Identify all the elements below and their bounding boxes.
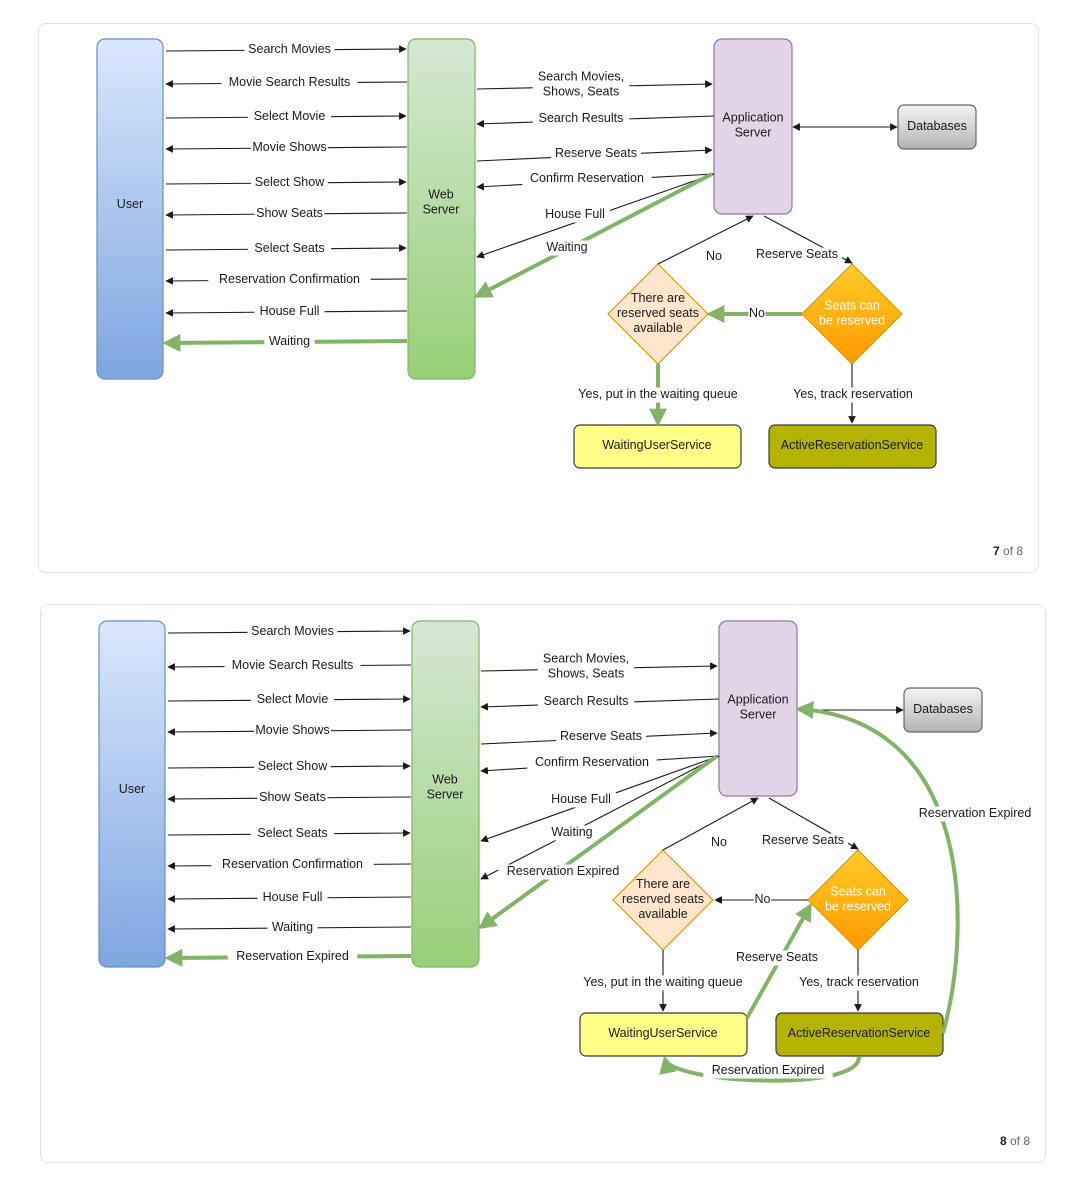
user-web-message-label: Show Seats bbox=[256, 206, 323, 220]
user-web-message-label: Search Movies bbox=[248, 42, 331, 56]
databases-box bbox=[903, 687, 983, 733]
user-web-message-label: Reservation Expired bbox=[236, 949, 349, 963]
user-web-message-label: Movie Search Results bbox=[232, 658, 354, 672]
user-actor-box bbox=[96, 38, 164, 380]
reserve-seats-label: Reserve Seats bbox=[756, 247, 838, 261]
web-app-message-label: Search Movies,Shows, Seats bbox=[538, 70, 624, 99]
user-web-message-label: Movie Shows bbox=[252, 140, 326, 154]
web-app-message-label: Reserve Seats bbox=[555, 146, 637, 160]
app-web-arrow bbox=[473, 172, 713, 298]
yes-waiting-label: Yes, put in the waiting queue bbox=[583, 975, 742, 989]
no-to-app-arrow bbox=[657, 215, 754, 265]
user-web-message-label: Movie Search Results bbox=[229, 75, 351, 89]
waiting-user-service-label: WaitingUserService bbox=[608, 1026, 717, 1040]
web-app-message-label: Confirm Reservation bbox=[530, 171, 644, 185]
user-web-message-label: Select Seats bbox=[257, 826, 327, 840]
active-reservation-service-box bbox=[768, 424, 937, 469]
web-app-message-label: Search Results bbox=[539, 111, 624, 125]
yes-waiting-label: Yes, put in the waiting queue bbox=[578, 387, 737, 401]
user-web-message-label: House Full bbox=[263, 890, 323, 904]
web-app-message-label: House Full bbox=[551, 792, 611, 806]
active-reservation-service-label: ActiveReservationService bbox=[781, 438, 923, 452]
web-app-message-label: Waiting bbox=[546, 240, 587, 254]
user-web-message-label: Show Seats bbox=[259, 790, 326, 804]
web-app-message-label: Confirm Reservation bbox=[535, 755, 649, 769]
user-web-message-label: Select Show bbox=[255, 175, 325, 189]
web-app-message-label: Reserve Seats bbox=[560, 729, 642, 743]
user-web-message-label: Waiting bbox=[269, 334, 310, 348]
user-web-message-label: Reservation Confirmation bbox=[219, 272, 360, 286]
no-up-label: No bbox=[711, 835, 727, 849]
user-web-message-label: Select Movie bbox=[257, 692, 329, 706]
web-server-box bbox=[407, 38, 476, 380]
user-web-message-label: Select Show bbox=[258, 759, 328, 773]
active-reservation-service-label: ActiveReservationService bbox=[788, 1026, 930, 1040]
user-web-message-label: House Full bbox=[260, 304, 320, 318]
web-server-box bbox=[411, 620, 480, 968]
web-app-message-label: Search Results bbox=[544, 694, 629, 708]
no-left-label: No bbox=[755, 892, 771, 906]
active-reservation-service-box bbox=[775, 1012, 944, 1057]
databases-box bbox=[897, 104, 977, 150]
application-server-box bbox=[713, 38, 793, 215]
app-web-arrow bbox=[478, 754, 719, 930]
yes-track-label: Yes, track reservation bbox=[799, 975, 919, 989]
user-web-message-label: Waiting bbox=[272, 920, 313, 934]
web-app-message-label: House Full bbox=[545, 207, 605, 221]
reserve-seats-label: Reserve Seats bbox=[762, 833, 844, 847]
user-web-message-label: Select Movie bbox=[254, 109, 326, 123]
reserve-seats-from-waiting-label: Reserve Seats bbox=[736, 950, 818, 964]
app-web-arrow bbox=[480, 755, 720, 880]
databases-label: Databases bbox=[907, 119, 967, 133]
no-to-app-arrow bbox=[662, 797, 759, 851]
web-app-message-label: Reservation Expired bbox=[507, 864, 620, 878]
user-web-message-label: Reservation Confirmation bbox=[222, 857, 363, 871]
slide-8-pager: 8 of 8 bbox=[999, 1134, 1030, 1148]
slide-7-pager: 7 of 8 bbox=[992, 544, 1023, 558]
user-actor-label: User bbox=[117, 197, 143, 211]
waiting-user-service-label: WaitingUserService bbox=[602, 438, 711, 452]
web-app-message-label: Search Movies,Shows, Seats bbox=[543, 652, 629, 681]
user-actor-label: User bbox=[119, 782, 145, 796]
reservation-expired-to-app-label: Reservation Expired bbox=[919, 806, 1032, 820]
expired-to-app-arrow bbox=[795, 701, 960, 1034]
user-web-message-label: Select Seats bbox=[254, 241, 324, 255]
reservation-expired-to-waiting-label: Reservation Expired bbox=[712, 1063, 825, 1077]
yes-track-label: Yes, track reservation bbox=[793, 387, 913, 401]
user-web-message-label: Movie Shows bbox=[255, 723, 329, 737]
web-app-message-label: Waiting bbox=[551, 825, 592, 839]
no-left-label: No bbox=[749, 306, 765, 320]
no-up-label: No bbox=[706, 249, 722, 263]
databases-label: Databases bbox=[913, 702, 973, 716]
expired-to-waiting-arrow bbox=[659, 1055, 861, 1083]
user-actor-box bbox=[98, 620, 166, 968]
user-web-message-label: Search Movies bbox=[251, 624, 334, 638]
